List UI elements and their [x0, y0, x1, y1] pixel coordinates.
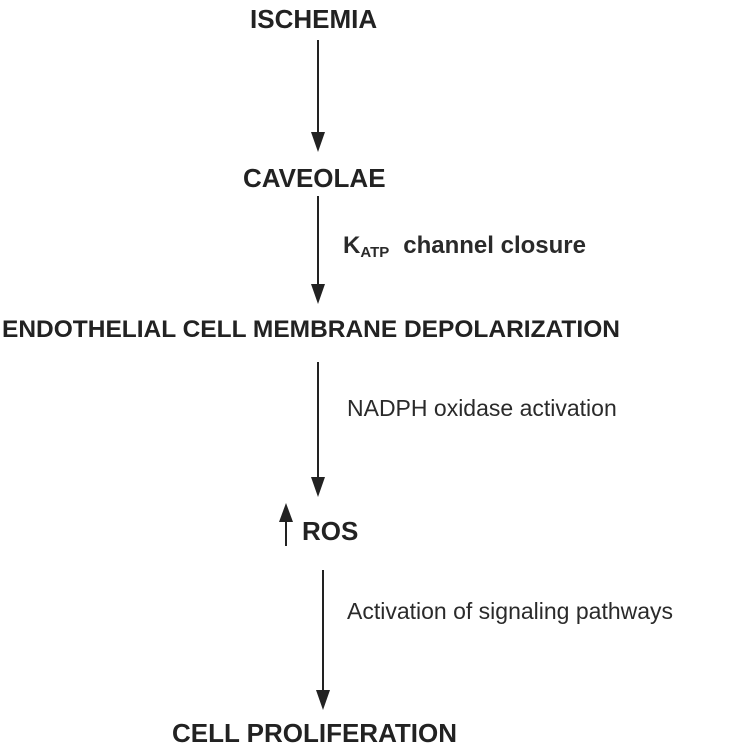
- node-membrane-depolarization: ENDOTHELIAL CELL MEMBRANE DEPOLARIZATION: [2, 316, 620, 343]
- flow-arrow-2: [311, 196, 325, 304]
- step-signaling-pathways: Activation of signaling pathways: [347, 598, 674, 624]
- step-nadph-oxidase-activation: NADPH oxidase activation: [347, 395, 617, 421]
- up-arrow-icon: [279, 503, 293, 546]
- node-ischemia: ISCHEMIA: [250, 4, 378, 34]
- node-cell-proliferation: CELL PROLIFERATION: [172, 718, 458, 748]
- katp-main-label: K: [343, 232, 361, 259]
- flow-arrow-1: [311, 40, 325, 152]
- node-caveolae: CAVEOLAE: [243, 163, 386, 193]
- step-katp-channel-closure: KATP channel closure: [343, 232, 586, 261]
- flow-arrow-3: [311, 362, 325, 497]
- katp-rest-label: channel closure: [403, 232, 586, 259]
- katp-subscript: ATP: [360, 244, 390, 261]
- node-ros: ROS: [302, 516, 359, 546]
- flow-arrow-4: [316, 570, 330, 710]
